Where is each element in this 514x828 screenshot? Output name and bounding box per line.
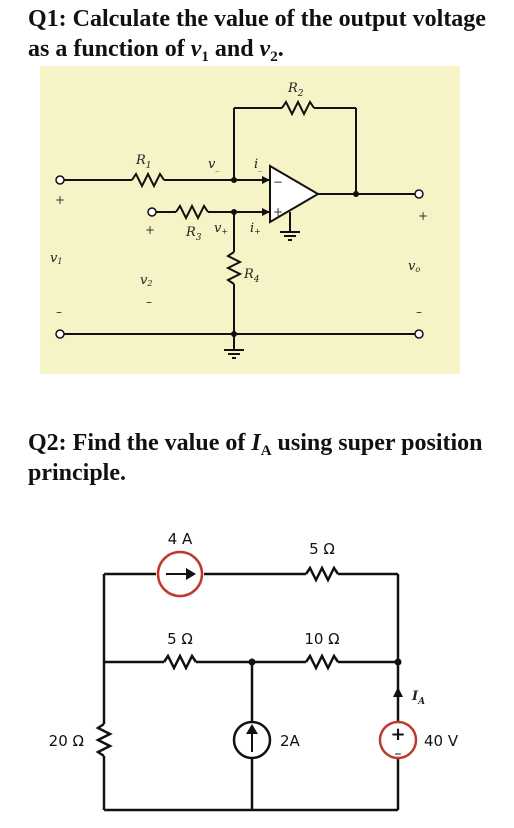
label-r2: R2 <box>287 81 304 99</box>
voltage-source-40v: + – <box>378 720 418 762</box>
sp-junction-dots <box>248 658 402 666</box>
label-v-minus: v_ <box>208 157 219 172</box>
label-ia: IA <box>411 689 425 707</box>
label-vo: vo <box>408 259 420 274</box>
current-arrows <box>262 176 270 216</box>
sign-vo-plus: + <box>418 209 428 223</box>
opamp-circuit-diagram: R1 R2 R3 R4 v_ v+ i_ i+ v1 v2 vo + – + –… <box>40 66 460 374</box>
q1-v2-sub: 2 <box>270 49 278 65</box>
q1-v1: v <box>190 36 202 62</box>
label-v1: v1 <box>50 251 62 266</box>
label-r4: R4 <box>243 267 260 285</box>
sign-vo-minus: – <box>416 305 422 319</box>
sign-v1-plus: + <box>55 193 65 207</box>
circuit-background <box>40 66 460 374</box>
q2-ia-sub: A <box>260 443 272 459</box>
q1-v1-sub: 1 <box>201 49 209 65</box>
label-5ohm-mid: 5 Ω <box>167 630 193 648</box>
label-i-minus: i_ <box>254 157 262 172</box>
label-r3: R3 <box>185 225 202 243</box>
terminals <box>55 175 424 339</box>
q2-text: Q2: Find the value of <box>28 430 252 456</box>
current-source-4a <box>156 550 204 598</box>
q2-ia: I <box>251 430 261 456</box>
label-10ohm: 10 Ω <box>304 630 339 648</box>
current-source-2a <box>232 720 272 760</box>
voltage-source-minus: – <box>395 746 402 762</box>
label-v2: v2 <box>140 273 152 288</box>
label-r1: R1 <box>135 153 152 171</box>
label-v-plus: v+ <box>214 221 228 236</box>
label-4a: 4 A <box>168 530 193 548</box>
label-20ohm: 20 Ω <box>49 732 84 750</box>
label-2a: 2A <box>280 732 301 750</box>
question-1-text: Q1: Calculate the value of the output vo… <box>28 4 498 65</box>
question-2-text: Q2: Find the value of IA using super pos… <box>28 428 498 488</box>
sign-v2-plus: + <box>145 223 155 237</box>
opamp-plus-input: + <box>273 205 283 219</box>
label-i-plus: i+ <box>250 221 261 236</box>
sign-v1-minus: – <box>56 305 62 319</box>
opamp-wires <box>64 99 415 359</box>
voltage-source-plus: + <box>390 724 405 745</box>
junction-dots <box>231 177 359 337</box>
ia-arrow <box>393 687 403 704</box>
q1-end: . <box>277 36 284 62</box>
label-40v: 40 V <box>424 732 459 750</box>
q2-text-end: using super position principle. <box>28 430 483 486</box>
sign-v2-minus: – <box>146 295 152 309</box>
q1-v2: v <box>259 36 271 62</box>
q1-and: and <box>208 36 260 62</box>
label-5ohm-top: 5 Ω <box>309 540 335 558</box>
opamp-minus-input: − <box>273 175 283 189</box>
q1-text: Q1: Calculate the value of the output vo… <box>28 6 486 62</box>
opamp-symbol <box>269 164 320 224</box>
sp-wires <box>95 565 400 812</box>
